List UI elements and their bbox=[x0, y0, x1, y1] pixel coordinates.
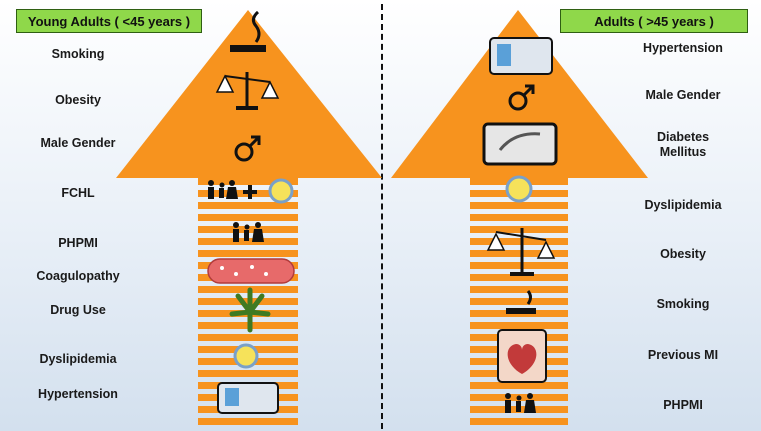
right-factor-smoking: Smoking bbox=[656, 297, 710, 311]
left-arrow-stripe bbox=[198, 238, 298, 245]
left-factor-dyslipidemia: Dyslipidemia bbox=[39, 352, 117, 366]
right-panel-title: Adults ( >45 years ) bbox=[560, 9, 748, 33]
right-arrow-stripe bbox=[470, 250, 568, 257]
right-arrow-stripe bbox=[470, 214, 568, 221]
left-factor-hypertension: Hypertension bbox=[38, 387, 118, 401]
family-icon bbox=[505, 393, 536, 413]
right-arrow-stripe bbox=[470, 418, 568, 425]
scale-icon bbox=[215, 72, 280, 110]
male-symbol-icon bbox=[234, 135, 261, 162]
family-plus-gene-icon bbox=[208, 178, 294, 204]
left-arrow-stripe bbox=[198, 418, 298, 425]
left-panel-title: Young Adults ( <45 years ) bbox=[16, 9, 202, 33]
left-arrow-stripe bbox=[198, 370, 298, 377]
gene-icon bbox=[233, 343, 259, 369]
right-arrow-stripe bbox=[470, 298, 568, 305]
right-factor-phpmi: PHPMI bbox=[663, 398, 703, 412]
right-arrow-stripe bbox=[470, 226, 568, 233]
left-arrow-stripe bbox=[198, 178, 298, 185]
glucose-test-icon bbox=[482, 122, 558, 166]
cigarette-icon bbox=[230, 10, 266, 52]
left-arrow-stripe bbox=[198, 214, 298, 221]
left-arrow-stripe bbox=[198, 334, 298, 341]
blood-pressure-cuff-icon bbox=[217, 382, 279, 414]
right-factor-previous-mi: Previous MI bbox=[647, 348, 719, 362]
blood-vessel-icon bbox=[207, 258, 295, 284]
left-arrow-stripe bbox=[198, 250, 298, 257]
right-arrow-stripe bbox=[470, 286, 568, 293]
right-arrow-stripe bbox=[470, 322, 568, 329]
male-symbol-icon bbox=[508, 84, 535, 111]
left-factor-fchl: FCHL bbox=[61, 186, 95, 200]
left-arrow-stripe bbox=[198, 202, 298, 209]
left-factor-obesity: Obesity bbox=[55, 93, 101, 107]
right-arrow-stripe bbox=[470, 382, 568, 389]
left-arrow-stripe bbox=[198, 226, 298, 233]
blood-pressure-cuff-icon bbox=[489, 37, 553, 75]
right-factor-diabetes-text: Diabetes Mellitus bbox=[656, 130, 710, 159]
left-factor-phpmi: PHPMI bbox=[58, 236, 98, 250]
cannabis-leaf-icon bbox=[229, 287, 271, 333]
left-factor-coagulopathy: Coagulopathy bbox=[36, 269, 120, 283]
right-factor-hypertension: Hypertension bbox=[643, 41, 723, 55]
right-arrow-stripe bbox=[470, 202, 568, 209]
heart-icon bbox=[497, 329, 547, 383]
right-factor-obesity: Obesity bbox=[660, 247, 706, 261]
panel-divider bbox=[381, 4, 383, 429]
right-arrow-stripe bbox=[470, 262, 568, 269]
family-icon bbox=[233, 222, 264, 242]
gene-icon bbox=[505, 175, 533, 203]
right-factor-male-gender: Male Gender bbox=[645, 88, 721, 102]
left-factor-male-gender: Male Gender bbox=[40, 136, 116, 150]
cigarette-icon bbox=[506, 290, 536, 314]
right-factor-dyslipidemia: Dyslipidemia bbox=[644, 198, 722, 212]
scale-icon bbox=[486, 228, 556, 276]
right-factor-diabetes: Diabetes Mellitus bbox=[618, 130, 748, 160]
right-arrow-stripe bbox=[470, 238, 568, 245]
left-factor-drug-use: Drug Use bbox=[50, 303, 106, 317]
left-factor-smoking: Smoking bbox=[51, 47, 105, 61]
right-arrow-stripe bbox=[470, 274, 568, 281]
